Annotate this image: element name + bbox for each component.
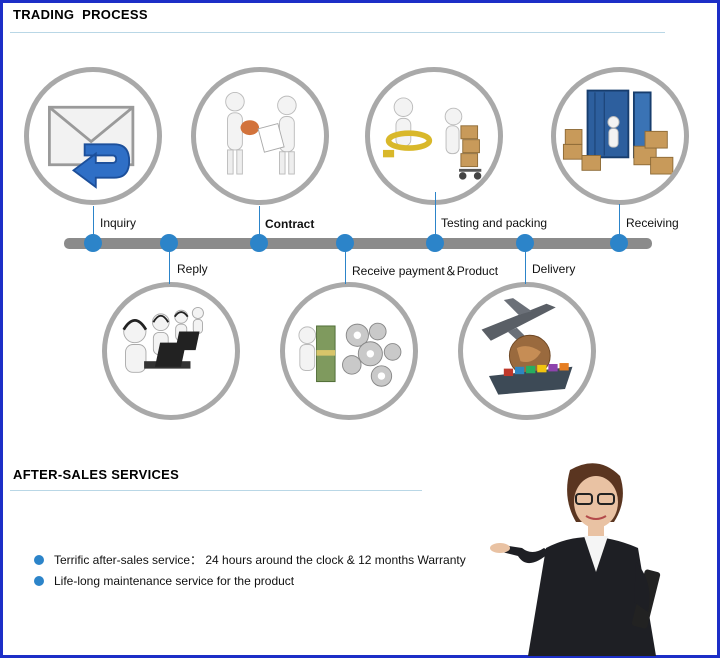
inquiry-label: Inquiry <box>100 216 137 230</box>
receiving-image <box>551 67 689 205</box>
delivery-dot <box>516 234 534 252</box>
reply-image <box>102 282 240 420</box>
after-sales-item: Life-long maintenance service for the pr… <box>34 574 294 588</box>
reply-dot <box>160 234 178 252</box>
testing-packing-image <box>365 67 503 205</box>
contract-label: Contract <box>265 217 315 231</box>
payment-stem <box>345 250 346 284</box>
trading-title-rule <box>10 32 665 33</box>
contract-image <box>191 67 329 205</box>
handshake-contract-icon <box>225 91 297 175</box>
receiving-label: Receiving <box>626 216 679 230</box>
receiving-dot <box>610 234 628 252</box>
plane-ship-globe-icon <box>481 298 573 395</box>
delivery-image <box>458 282 596 420</box>
container-boxes-icon <box>562 89 674 175</box>
envelope-arrow-icon <box>48 105 135 189</box>
delivery-stem <box>525 250 526 284</box>
testing-stem <box>435 192 436 240</box>
contract-stem <box>259 206 260 240</box>
testing-packing-label: Testing and packing <box>441 216 548 230</box>
timeline-bar <box>64 238 652 249</box>
money-gears-icon <box>298 322 402 387</box>
receiving-stem <box>619 204 620 240</box>
testing-dot <box>426 234 444 252</box>
businesswoman-image <box>490 463 661 656</box>
bullet-icon <box>34 576 44 586</box>
reply-label: Reply <box>177 262 208 276</box>
contract-dot <box>250 234 268 252</box>
after-sales-item-text: Life-long maintenance service for the pr… <box>54 574 295 588</box>
after-sales-title: AFTER-SALES SERVICES <box>13 467 180 482</box>
payment-product-image <box>280 282 418 420</box>
reply-stem <box>169 250 170 284</box>
headset-operators-icon <box>122 306 204 373</box>
trading-process-title: TRADING PROCESS <box>13 7 148 22</box>
after-sales-item-text: Terrific after-sales service： 24 hours a… <box>54 553 466 567</box>
bullet-icon <box>34 554 44 565</box>
after-sales-rule <box>10 490 422 491</box>
inquiry-dot <box>84 234 102 252</box>
payment-dot <box>336 234 354 252</box>
delivery-label: Delivery <box>532 262 576 276</box>
inquiry-stem <box>93 206 94 240</box>
payment-product-label: Receive payment＆Product <box>352 264 499 278</box>
magnifier-boxes-icon <box>382 97 482 180</box>
inquiry-image <box>24 67 162 205</box>
after-sales-item: Terrific after-sales service： 24 hours a… <box>34 551 466 568</box>
